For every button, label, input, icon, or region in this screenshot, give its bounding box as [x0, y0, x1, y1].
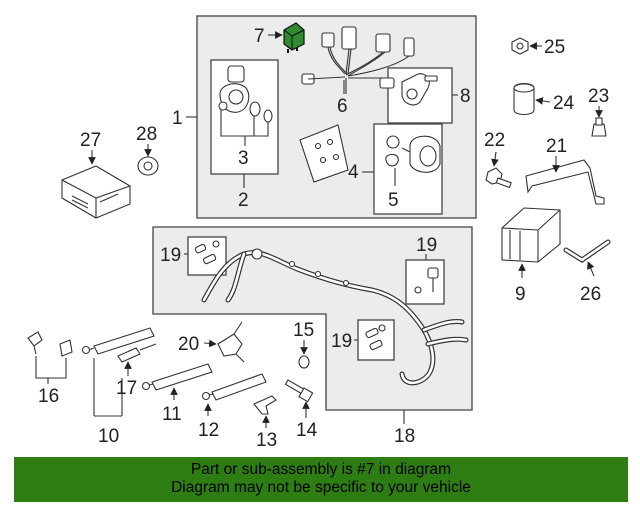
part-19-clip-kit[interactable] — [194, 240, 439, 351]
part-11-strut[interactable] — [141, 363, 213, 391]
callout-10: 10 — [98, 426, 119, 447]
lower-assembly-box — [152, 226, 473, 411]
part-6-wiring-harness[interactable] — [301, 26, 415, 94]
callout-19-b: 19 — [416, 235, 437, 256]
part-26-hose[interactable] — [563, 239, 611, 263]
callout-2: 2 — [238, 190, 249, 211]
callout-8: 8 — [460, 86, 471, 107]
callout-22: 22 — [484, 130, 505, 151]
part-23-plug[interactable] — [591, 117, 607, 137]
callout-25: 25 — [544, 37, 565, 58]
leader-16 — [35, 356, 67, 379]
subassembly-19-box-c — [357, 319, 395, 361]
callout-19-a: 19 — [160, 245, 181, 266]
part-25-nut[interactable] — [511, 37, 529, 55]
part-7-relay[interactable] — [283, 22, 305, 53]
callout-12: 12 — [198, 420, 219, 441]
callout-13: 13 — [256, 430, 277, 451]
callout-27: 27 — [80, 130, 101, 151]
part-8-sensor[interactable] — [401, 73, 438, 106]
part-15-washer[interactable] — [298, 355, 310, 369]
callout-19-c: 19 — [331, 331, 352, 352]
part-12-strut[interactable] — [201, 373, 267, 401]
callout-3: 3 — [238, 148, 249, 169]
callout-1: 1 — [172, 108, 183, 129]
callout-14: 14 — [296, 420, 318, 441]
part-24-bushing[interactable] — [513, 82, 535, 116]
callout-11: 11 — [162, 404, 182, 425]
callout-24: 24 — [553, 93, 575, 114]
callout-6: 6 — [337, 96, 348, 117]
banner-line-2: Diagram may not be specific to your vehi… — [171, 479, 471, 496]
subassembly-19-box-a — [187, 236, 227, 276]
callout-9: 9 — [515, 284, 526, 305]
leader-22 — [491, 151, 499, 167]
upper-assembly-box — [196, 15, 477, 219]
part-14-bolt[interactable] — [284, 379, 314, 403]
part-27-control-module[interactable] — [61, 165, 131, 219]
part-13-bracket[interactable] — [253, 395, 277, 415]
part-4-valve[interactable] — [386, 135, 441, 173]
part-21-bracket[interactable] — [525, 159, 605, 205]
banner-line-1: Part or sub-assembly is #7 in diagram — [190, 461, 452, 478]
leader-26 — [587, 261, 595, 277]
callout-17: 17 — [116, 378, 137, 399]
part-20-clip[interactable] — [217, 321, 245, 363]
part-17-clip[interactable] — [117, 343, 157, 363]
part-18-hose-assembly[interactable] — [201, 248, 469, 386]
leader-20 — [203, 339, 217, 348]
part-5-clip[interactable] — [385, 153, 399, 186]
subassembly-19-box-b — [405, 259, 445, 305]
callout-5: 5 — [388, 190, 399, 211]
callout-20: 20 — [178, 334, 199, 355]
callout-28: 28 — [136, 124, 157, 145]
part-28-grommet[interactable] — [137, 156, 159, 176]
part-10-strut[interactable] — [81, 327, 155, 355]
part-3-seals[interactable] — [220, 101, 273, 146]
part-22-bolt[interactable] — [485, 167, 512, 189]
bracket-plate[interactable] — [299, 124, 349, 183]
part-9-module[interactable] — [501, 207, 561, 263]
callout-23: 23 — [588, 86, 609, 107]
callout-4: 4 — [348, 162, 359, 183]
callout-21: 21 — [546, 136, 567, 157]
part-2-actuator[interactable] — [218, 65, 250, 113]
callout-16: 16 — [38, 386, 59, 407]
callout-7: 7 — [254, 26, 265, 47]
info-banner: Part or sub-assembly is #7 in diagram Di… — [14, 457, 628, 502]
parts-diagram: 7 6 8 1 3 2 4 5 25 24 23 22 21 27 28 9 2… — [27, 15, 611, 451]
callout-15: 15 — [293, 320, 314, 341]
leader-24 — [535, 97, 551, 105]
callout-26: 26 — [580, 284, 601, 305]
callout-18: 18 — [394, 426, 415, 447]
part-16-clips[interactable] — [27, 331, 73, 357]
